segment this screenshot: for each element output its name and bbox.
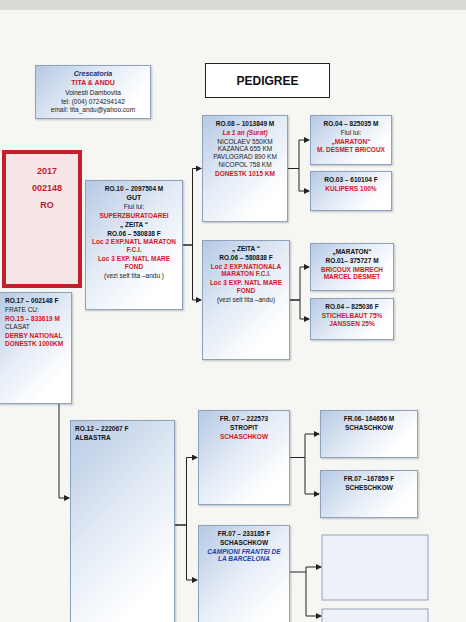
pigeon-note: Loc 2 EXP.NATL MARATON F.C.I.	[90, 238, 178, 254]
pigeon-box: RO.17 – 002148 FFRATE CU:RO.15 – 833619 …	[0, 292, 72, 404]
pigeon-note: CLASAT	[5, 323, 67, 331]
pigeon-ring: Crescatoria	[40, 70, 146, 78]
pigeon-box: RO.03 – 610104 FKULIPERS 100%	[310, 171, 392, 211]
pigeon-box: FR.07 –167859 FSCHESCHKOW	[320, 470, 418, 518]
pigeon-note: SCHESCHKOW	[325, 484, 413, 492]
pigeon-box: FR.07 – 233185 FSCHASCHKOWCAMPIONI FRANT…	[198, 525, 290, 622]
pedigree-connector	[183, 169, 201, 246]
pigeon-note: RO	[20, 200, 74, 211]
pigeon-note: RO.06 – 580838 F	[90, 230, 178, 238]
pigeon-note: Fiul lui:	[315, 129, 387, 137]
pigeon-note: SCHASCHKOW	[203, 433, 285, 441]
pigeon-note: RO.06 – 580838 F	[207, 254, 285, 262]
pigeon-note: Loc 3 EXP. NATL MARE FOND	[207, 279, 285, 295]
pigeon-ring: FR.06- 164656 M	[325, 415, 413, 423]
pigeon-ring: 2017	[20, 166, 74, 177]
pigeon-ring: RO.10 – 2097504 M	[90, 185, 178, 193]
pigeon-note: GUT	[90, 194, 178, 202]
pigeon-note: RO.15 – 833619 M	[5, 315, 67, 323]
pigeon-note: SCHASCHKOW	[203, 539, 285, 547]
pigeon-box: FR. 07 – 222573STROPITSCHASCHKOW	[198, 410, 290, 505]
pigeon-note: ALBASTRA	[75, 434, 170, 442]
pigeon-box: RO.04 – 825035 MFiul lui:„MARATON“M. DES…	[310, 115, 392, 165]
pedigree-connector	[175, 458, 197, 526]
pigeon-note: KULIPERS 100%	[315, 185, 387, 193]
pigeon-note: FRATE CU:	[5, 306, 67, 314]
pigeon-note: NICOLAEV 550KM KAZANCA 655 KM PAVLOGRAD …	[207, 138, 283, 169]
pigeon-ring: „ ZEITA “	[207, 245, 285, 253]
pedigree-connector	[288, 169, 309, 192]
pigeon-note: TITA & ANDU	[40, 79, 146, 87]
pigeon-ring: RO.08 – 1013849 M	[207, 120, 283, 128]
pigeon-ring: RO.12 – 222067 F	[75, 425, 170, 433]
pigeon-ring: RO.17 – 002148 F	[5, 297, 67, 305]
pigeon-note: SUPERZBURATOAREI	[90, 212, 178, 220]
pigeon-note: M. DESMET BRICOUX	[315, 146, 387, 154]
pigeon-note: STROPIT	[203, 424, 285, 432]
pedigree-connector	[59, 404, 69, 498]
breeder-box: CrescatoriaTITA & ANDU Voinesti Dambovita…	[35, 65, 151, 119]
pigeon-note: (vezi selt tita –andu )	[90, 272, 178, 280]
pigeon-note: STICHELBAUT 75% JANSSEN 25%	[315, 312, 389, 328]
pigeon-ring: FR. 07 – 222573	[203, 415, 285, 423]
pedigree-connector	[175, 525, 197, 580]
pigeon-note: DERBY NATIONAL DONESTK 1000KM	[5, 332, 67, 348]
pigeon-box: RO.10 – 2097504 MGUTFiul lui:SUPERZBURAT…	[85, 180, 183, 310]
pigeon-note: La 1 an (Surat)	[207, 129, 283, 137]
pigeon-note: „ ZEITA “	[90, 221, 178, 229]
pigeon-box: „ ZEITA “RO.06 – 580838 FLoc 2 EXP.NATIO…	[202, 240, 290, 360]
pigeon-box: RO.04 – 825036 FSTICHELBAUT 75% JANSSEN …	[310, 298, 394, 340]
pigeon-note: Loc 2 EXP.NATIONALA MARATON F.C.I.	[207, 263, 285, 279]
pigeon-ring: RO.03 – 610104 F	[315, 176, 387, 184]
pigeon-note: BRICOUX IMBRECH MARCEL DESMET	[315, 266, 389, 282]
pedigree-connector	[288, 140, 309, 169]
pigeon-box: „MARATON“RO.01– 375727 MBRICOUX IMBRECH …	[310, 243, 394, 291]
pigeon-note: Fiul lui:	[90, 203, 178, 211]
pedigree-connector	[290, 458, 319, 495]
pigeon-ring: FR.07 – 233185 F	[203, 530, 285, 538]
certificate-stamp: 2017 002148RO	[2, 150, 82, 288]
pigeon-ring: FR.07 –167859 F	[325, 475, 413, 483]
pigeon-note: (vezi selt tita –andu)	[207, 296, 285, 304]
pedigree-title: PEDIGREE	[205, 63, 330, 98]
pigeon-ring: RO.04 – 825035 M	[315, 120, 387, 128]
pigeon-note: tel: (004) 0724294142	[40, 98, 146, 106]
pigeon-note: SCHASCHKOW	[325, 424, 413, 432]
pigeon-note: RO.01– 375727 M	[315, 257, 389, 265]
pigeon-ring: RO.04 – 825036 F	[315, 303, 389, 311]
pigeon-box: FR.06- 164656 MSCHASCHKOW	[320, 410, 418, 458]
pedigree-connector	[290, 300, 309, 319]
pigeon-box: RO.12 – 222067 FALBASTRA	[70, 420, 175, 622]
pigeon-note: 002148	[20, 183, 74, 194]
pigeon-note: „MARATON“	[315, 138, 387, 146]
pigeon-ring: „MARATON“	[315, 248, 389, 256]
pedigree-connector	[290, 434, 319, 458]
pigeon-box: RO.08 – 1013849 MLa 1 an (Surat)NICOLAEV…	[202, 115, 288, 222]
pigeon-note: CAMPIONI FRANTEI DE LA BARCELONA	[203, 548, 285, 564]
pigeon-note: Voinesti Dambovita	[40, 89, 146, 97]
pigeon-note: Loc 3 EXP. NATL MARE FOND	[90, 255, 178, 271]
pedigree-connector	[183, 245, 201, 300]
pigeon-note: email: tita_andu@yahoo.com	[40, 106, 146, 114]
pedigree-connector	[290, 267, 309, 300]
pigeon-note: DONESTK 1015 KM	[207, 170, 283, 178]
